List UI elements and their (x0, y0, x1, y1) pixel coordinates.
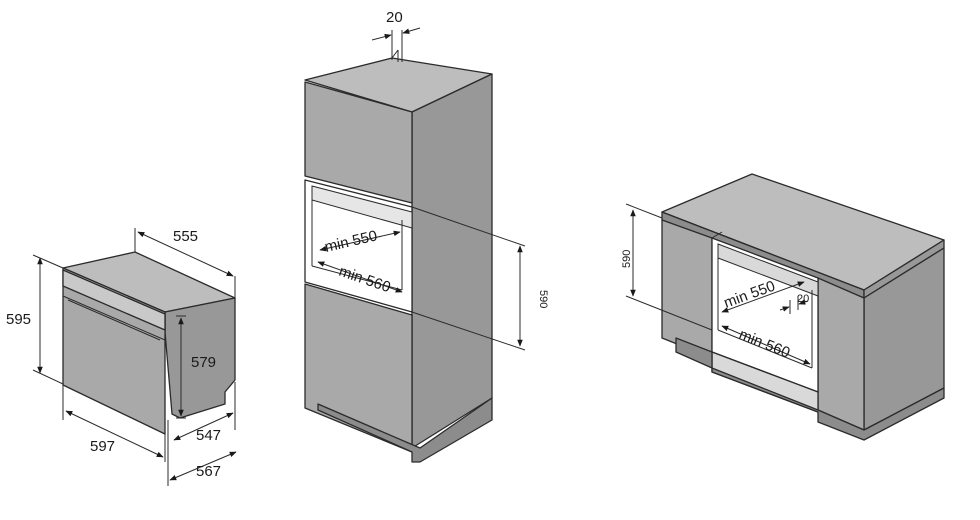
dim-line-20-counter (779, 306, 790, 312)
cabinet-plinth (317, 397, 493, 463)
under-counter-drawing (661, 173, 945, 441)
oven-dimensions: 595 555 579 597 547 567 (6, 228, 237, 486)
dim-line-min-560-counter (721, 325, 811, 365)
dim-line-555 (137, 231, 234, 277)
cabinet-upper-panel (304, 81, 413, 204)
dim-567: 567 (196, 463, 221, 480)
dim-line-min-550 (319, 230, 401, 252)
dim-579: 579 (191, 354, 216, 371)
dim-20-counter: 20 (797, 293, 809, 305)
dim-line-547 (173, 412, 234, 441)
dim-line-min-550-counter (721, 281, 805, 313)
dim-line-20-top (371, 33, 392, 41)
dim-line-597 (65, 410, 164, 458)
dim-595: 595 (6, 311, 31, 328)
counter-plinth (675, 337, 945, 441)
oven-control-strip (62, 269, 166, 331)
counter-left-unit (661, 219, 713, 359)
dim-590-counter: 590 (621, 250, 633, 268)
dim-line-min-560 (317, 261, 403, 293)
dim-20-top: 20 (386, 9, 403, 26)
cabinet-side (411, 73, 493, 449)
dim-590-tall: 590 (537, 290, 549, 308)
dim-547: 547 (196, 427, 221, 444)
counter-right-unit (817, 277, 865, 431)
dim-line-567 (169, 451, 237, 481)
dim-555: 555 (173, 228, 198, 245)
dim-597: 597 (90, 438, 115, 455)
tall-cabinet-drawing (304, 49, 493, 463)
oven-drawing (62, 251, 236, 435)
